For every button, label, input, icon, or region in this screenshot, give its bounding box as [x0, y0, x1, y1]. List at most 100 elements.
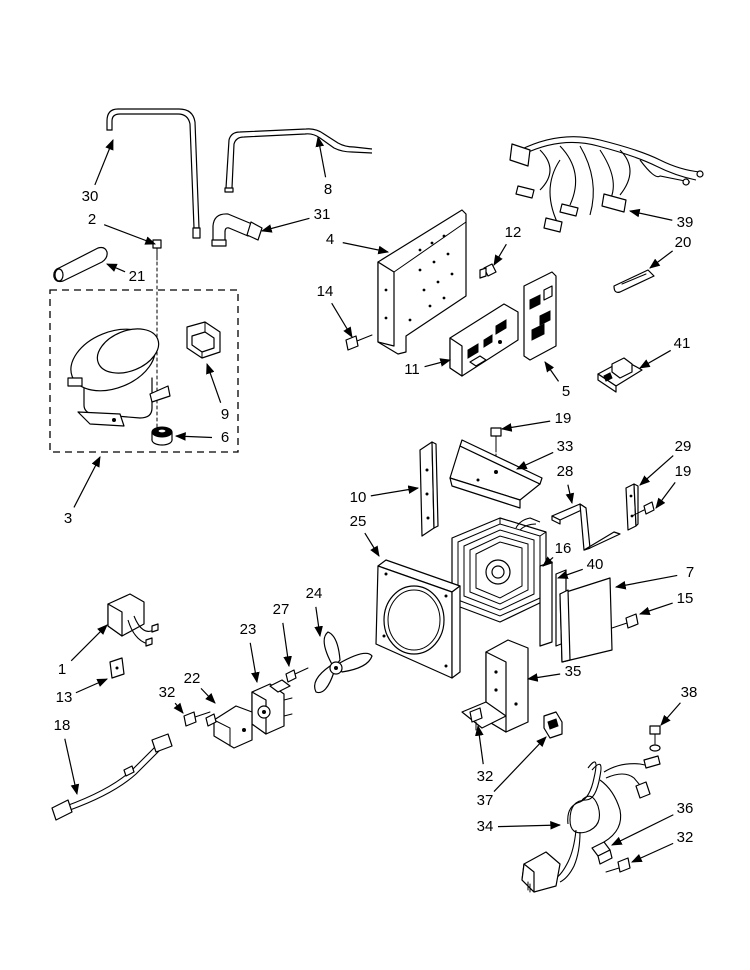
callout-label-5: 5 [562, 383, 570, 400]
callout-leader-1 [70, 624, 108, 662]
callout-label-3: 3 [64, 510, 72, 527]
callout-label-32: 32 [477, 768, 494, 785]
part-32-screw-left [183, 711, 211, 727]
callout-leader-30 [94, 138, 114, 186]
callout-label-39: 39 [677, 214, 694, 231]
callout-leader-34 [497, 820, 562, 830]
part-31-elbow-tube [211, 213, 263, 247]
callout-label-25: 25 [350, 513, 367, 530]
callout-label-31: 31 [314, 206, 331, 223]
compressor-assembly-box [49, 289, 239, 453]
callout-label-38: 38 [681, 684, 698, 701]
callout-leader-3 [73, 456, 101, 508]
part-6-grommet [151, 426, 173, 446]
part-36-cord-clamp [591, 841, 613, 865]
callout-leader-37 [493, 736, 547, 793]
part-15-screw [611, 613, 639, 629]
callout-leader-29 [639, 455, 674, 486]
evaporator-coil [451, 517, 547, 623]
part-10-side-bracket [419, 441, 439, 537]
part-7-cover-panel [559, 577, 613, 663]
callout-label-13: 13 [56, 689, 73, 706]
callout-label-21: 21 [129, 268, 146, 285]
callout-label-10: 10 [350, 489, 367, 506]
callout-label-19: 19 [555, 410, 572, 427]
callout-leader-23 [249, 642, 260, 684]
callout-label-29: 29 [675, 438, 692, 455]
part-13-clip [109, 657, 125, 679]
callout-label-19: 19 [675, 463, 692, 480]
callout-leader-15 [638, 602, 673, 616]
part-18-wire-lead [51, 733, 173, 821]
callout-label-18: 18 [54, 717, 71, 734]
part-4-control-bracket [377, 209, 467, 355]
callout-label-40: 40 [587, 556, 604, 573]
part-14-screw [345, 334, 373, 351]
part-41-module [597, 357, 643, 393]
callout-label-24: 24 [306, 585, 323, 602]
part-21-filter-drier [53, 246, 108, 283]
callout-leader-6 [174, 432, 213, 441]
part-32-screw-bottom [605, 857, 631, 873]
part-22-motor-bracket [205, 705, 253, 749]
part-27-fan-screw [285, 667, 309, 683]
part-38-screw [649, 725, 661, 752]
part-39-wire-harness [509, 136, 704, 233]
part-37-switch [543, 711, 563, 739]
callout-label-15: 15 [677, 590, 694, 607]
callout-label-34: 34 [477, 818, 494, 835]
part-1-start-device [107, 593, 159, 647]
callout-leader-20 [649, 250, 674, 269]
part-29-bracket [625, 483, 639, 531]
callout-leader-10 [370, 485, 420, 497]
callout-label-9: 9 [221, 406, 229, 423]
callout-leader-27 [282, 622, 292, 668]
callout-leader-40 [556, 568, 583, 579]
callout-leader-9 [206, 362, 222, 403]
callout-leader-11 [424, 358, 452, 368]
callout-leader-32 [475, 724, 484, 765]
part-30-discharge-tube [106, 108, 201, 239]
callout-label-12: 12 [505, 224, 522, 241]
part-19-screw-right [631, 501, 655, 517]
callout-label-36: 36 [677, 800, 694, 817]
callout-label-4: 4 [326, 231, 334, 248]
part-35-base-bracket [461, 639, 529, 733]
callout-label-7: 7 [686, 564, 694, 581]
callout-leader-35 [526, 673, 561, 682]
part-12-clip [479, 263, 497, 279]
callout-label-23: 23 [240, 621, 257, 638]
callout-leader-2 [103, 224, 157, 245]
callout-leader-33 [516, 451, 554, 470]
part-16-foam-strip [539, 561, 553, 647]
callout-leader-31 [260, 217, 310, 233]
compressor [67, 328, 171, 427]
part-25-fan-shroud [375, 559, 461, 679]
part-34-power-cord [521, 755, 661, 893]
callout-leader-18 [64, 738, 80, 796]
callout-label-22: 22 [184, 670, 201, 687]
callout-label-14: 14 [317, 283, 334, 300]
callout-label-1: 1 [58, 661, 66, 678]
part-24-fan-blade [314, 631, 373, 694]
callout-label-27: 27 [273, 601, 290, 618]
callout-leader-13 [75, 678, 108, 694]
callout-label-32: 32 [677, 829, 694, 846]
part-23-fan-motor [251, 679, 293, 735]
callout-label-28: 28 [557, 463, 574, 480]
part-9-overload-cover [186, 321, 221, 359]
callout-label-20: 20 [675, 234, 692, 251]
callout-leader-39 [628, 208, 673, 221]
part-28-z-bracket [551, 503, 621, 551]
callout-leader-32 [173, 702, 184, 714]
callout-label-33: 33 [557, 438, 574, 455]
part-8-suction-line [224, 128, 373, 193]
callout-leader-19 [500, 420, 551, 432]
callout-label-41: 41 [674, 335, 691, 352]
part-33-top-bracket [449, 439, 543, 509]
part-11-control-board [449, 303, 519, 377]
callout-label-30: 30 [82, 188, 99, 205]
